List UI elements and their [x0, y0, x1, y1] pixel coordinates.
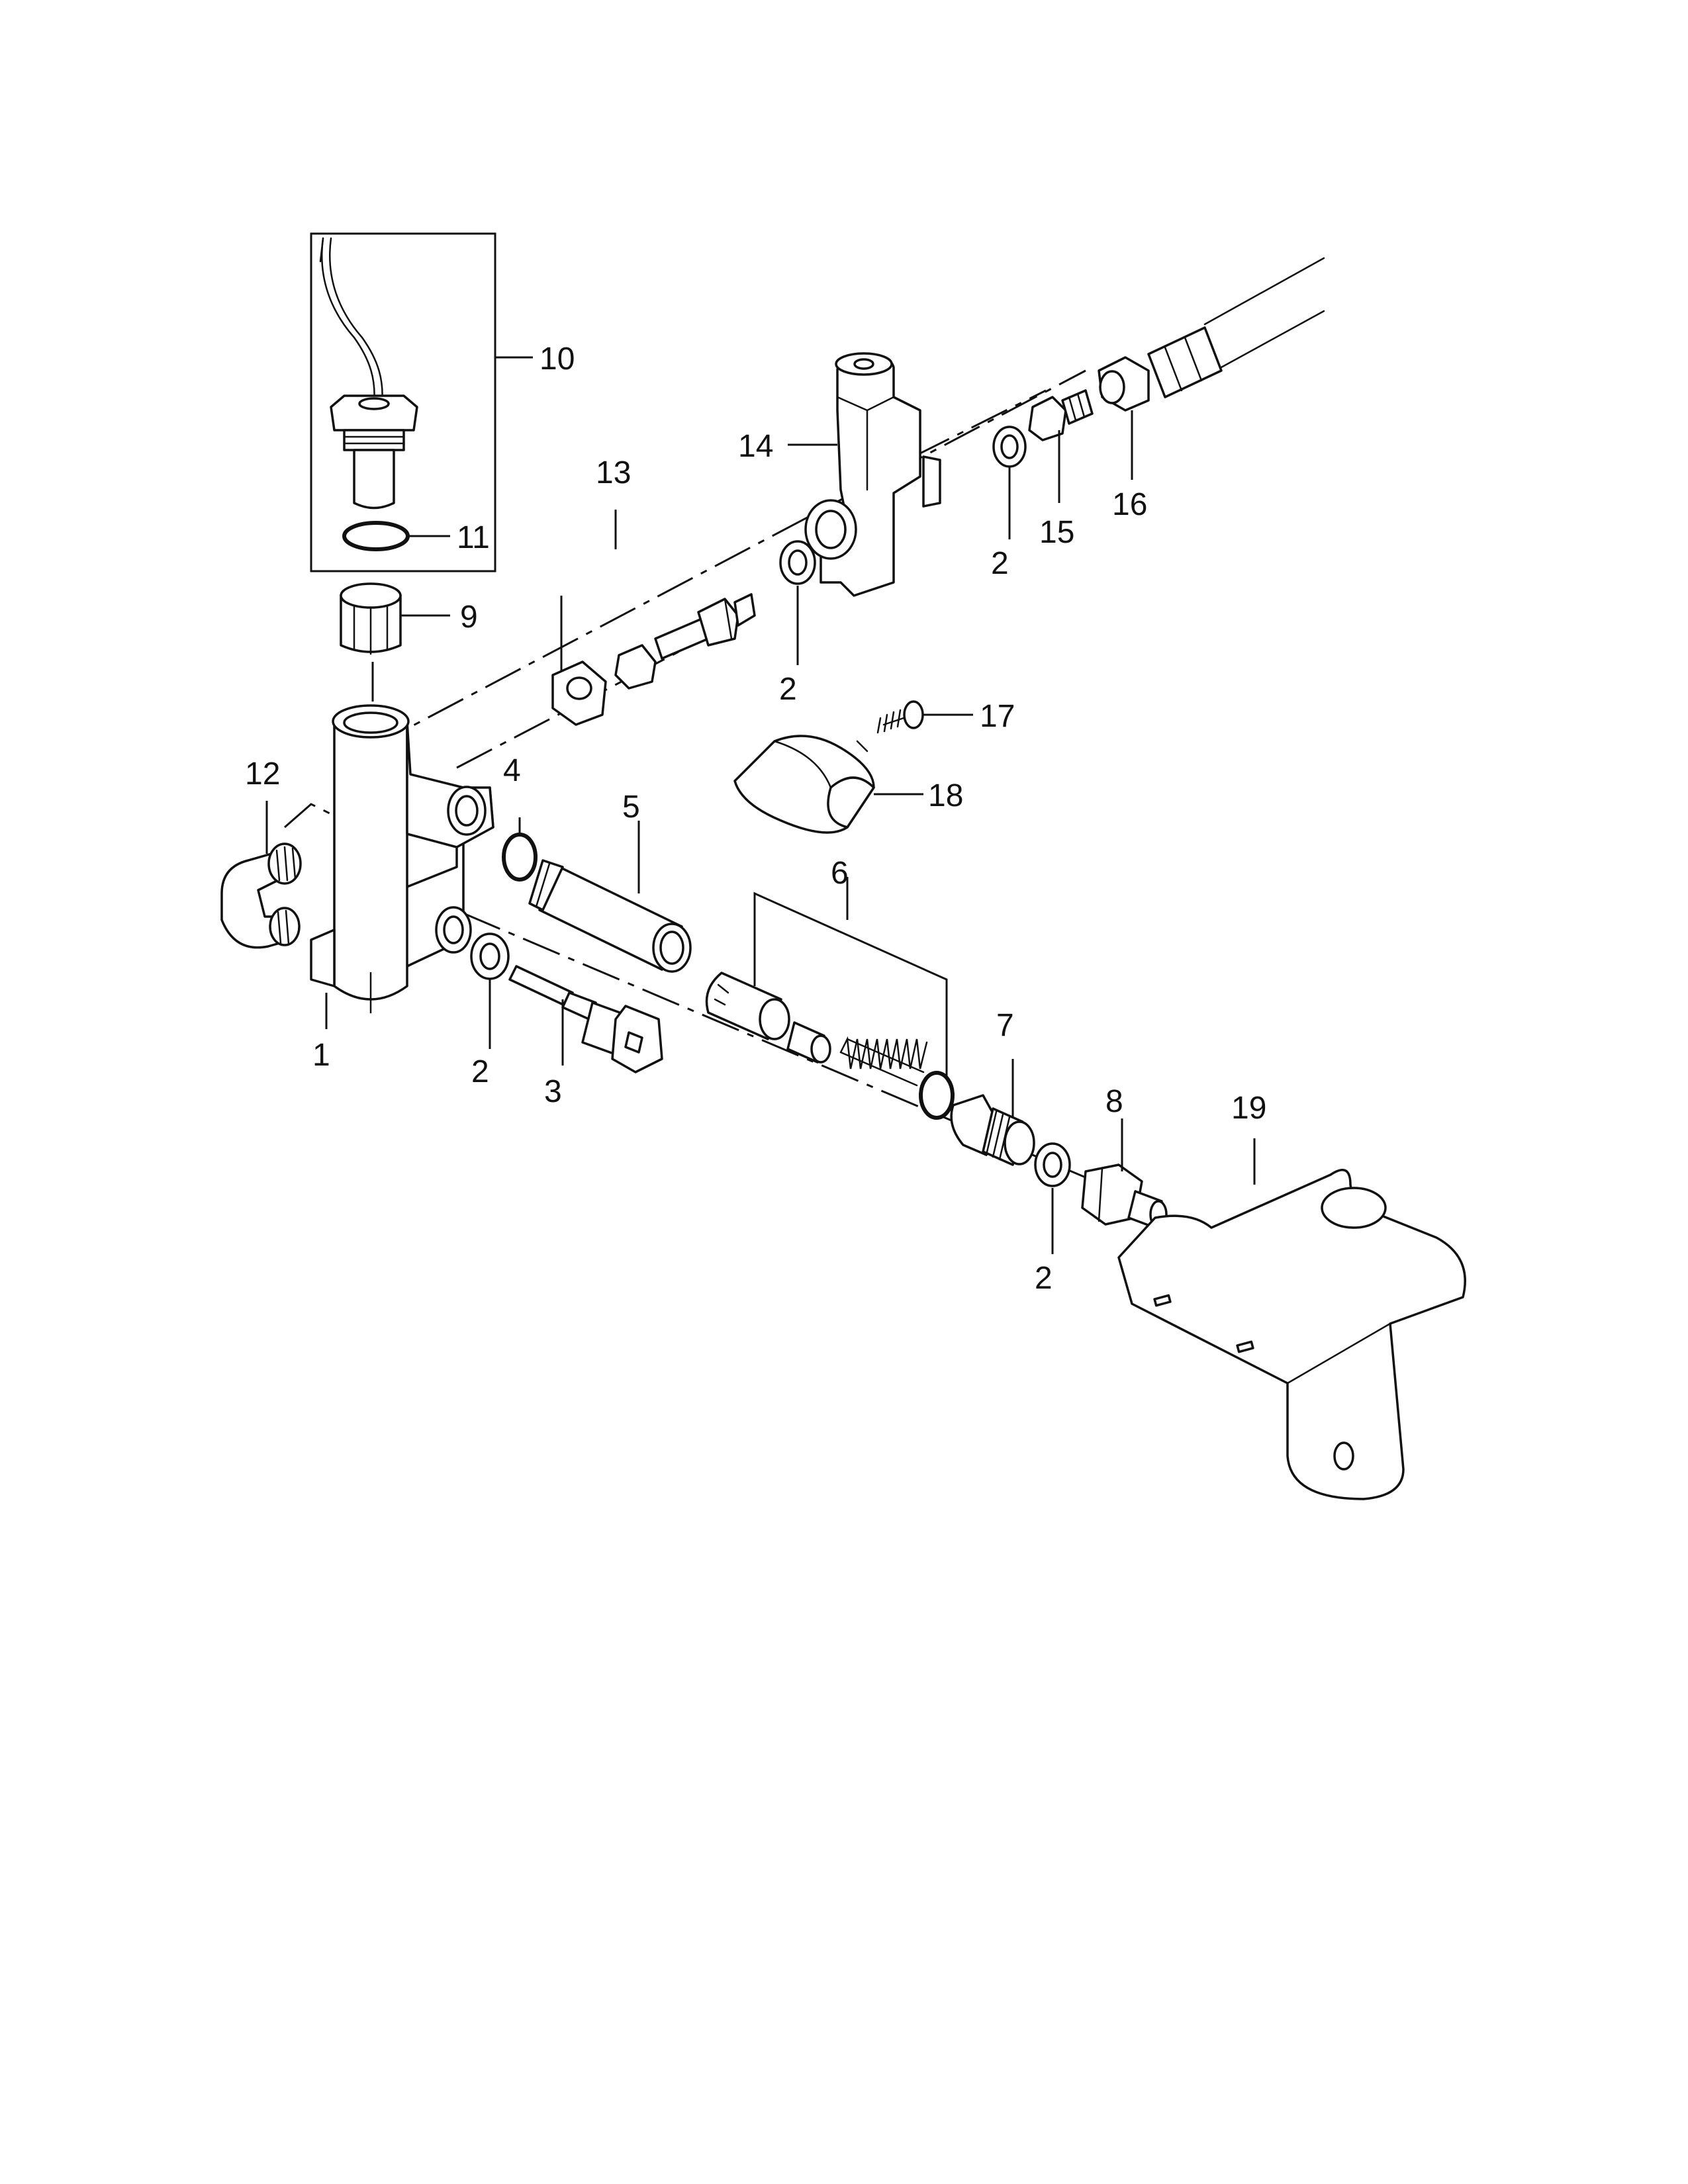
callout-18: 18 — [928, 778, 963, 813]
callout-11: 11 — [457, 520, 490, 555]
part-19-mounting-bracket — [1117, 1169, 1466, 1500]
callout-2-a: 2 — [471, 1054, 489, 1089]
part-6-valve-kit — [705, 972, 955, 1120]
part-1-valve-body — [310, 704, 494, 1014]
part-11-o-ring — [342, 521, 410, 551]
callout-4: 4 — [503, 753, 521, 788]
part-15-nipple — [1028, 389, 1094, 441]
callout-17: 17 — [980, 699, 1015, 734]
callout-labels: 1 2 2 2 2 3 4 5 6 7 8 9 10 11 12 13 14 1… — [245, 341, 1266, 1296]
callout-3: 3 — [544, 1074, 562, 1109]
part-16-hose-assembly — [1098, 257, 1325, 412]
callout-15: 15 — [1039, 515, 1074, 550]
callout-13: 13 — [596, 455, 631, 490]
part-7-fitting — [950, 1094, 1035, 1166]
part-12-elbow-fitting — [220, 842, 302, 949]
part-10-sensor-assembly — [310, 232, 496, 572]
part-2-washers — [470, 426, 1071, 1187]
part-9-cap — [340, 582, 402, 655]
callout-16: 16 — [1112, 487, 1147, 522]
part-3-pin-bolt — [508, 965, 663, 1073]
callout-14: 14 — [738, 429, 773, 464]
part-5-sleeve — [528, 859, 692, 973]
callout-1: 1 — [312, 1038, 330, 1073]
callout-8: 8 — [1105, 1084, 1123, 1119]
part-8-adaptor — [1081, 1163, 1168, 1229]
leader-lines — [265, 356, 1256, 1254]
part-4-o-ring — [502, 833, 538, 882]
part-14-unloader-valve — [804, 352, 941, 597]
callout-5: 5 — [622, 790, 640, 825]
callout-2-c: 2 — [991, 546, 1009, 581]
part-17-screw — [876, 700, 924, 734]
callout-6: 6 — [831, 856, 849, 891]
callout-7: 7 — [996, 1008, 1014, 1043]
callout-12: 12 — [245, 756, 280, 792]
callout-9: 9 — [460, 600, 478, 635]
callout-2-b: 2 — [779, 672, 797, 707]
callout-10: 10 — [539, 341, 575, 377]
part-6-spring — [839, 1036, 928, 1087]
callout-19: 19 — [1231, 1091, 1266, 1126]
part-18-cover — [733, 735, 875, 834]
callout-2-d: 2 — [1035, 1261, 1053, 1296]
part-13-fitting-kit — [551, 593, 756, 726]
